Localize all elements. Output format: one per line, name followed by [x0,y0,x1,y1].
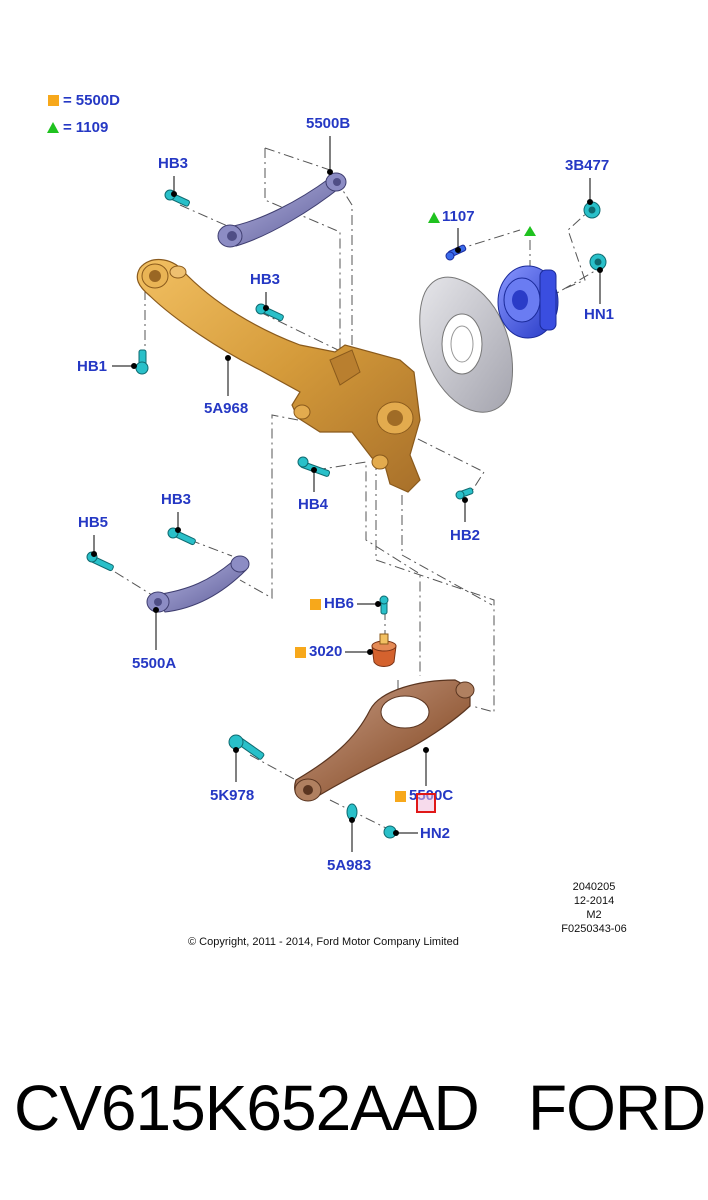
callout-HN1: HN1 [584,306,615,323]
callout-5A968: 5A968 [204,400,249,417]
orange-square-icon [395,790,406,802]
callout-HB3-low: HB3 [161,491,192,508]
callout-HB3-top: HB3 [158,155,189,172]
callout-HB1: HB1 [77,358,108,375]
bolt-HB5 [86,551,114,572]
drawing-date: 12-2014 [573,895,615,907]
triangle-marker-hub [524,226,536,236]
wheel-hub-assembly [497,265,559,339]
callout-HB5: HB5 [78,514,109,531]
bolt-HB3-top [164,189,190,207]
legend-triangle-row: = 1109 [47,119,108,136]
callout-HB3-mid: HB3 [250,271,281,288]
drawing-revision: M2 [586,909,602,921]
callout-1107-label: 1107 [442,208,475,225]
bolt-HB2 [455,487,474,500]
bolt-HB1 [135,349,149,375]
legend-square-label: 5500D [75,92,120,109]
trailing-arm-knuckle-5A968 [136,259,421,493]
upper-link-5500B [217,172,347,248]
callout-3B477: 3B477 [565,157,610,174]
highlight-marker-box [416,793,436,813]
callout-3020: 3020 [295,644,342,660]
copyright-notice: © Copyright, 2011 - 2014, Ford Motor Com… [188,936,459,948]
green-triangle-icon [47,122,59,133]
callout-5K978: 5K978 [210,787,255,804]
legend-equals: = [63,119,72,136]
legend-equals: = [63,92,72,109]
nut-3B477 [583,201,601,219]
leader-lines [91,136,603,852]
drawing-number: 2040205 [572,881,616,893]
callout-HB4: HB4 [298,496,329,513]
callout-5500A: 5500A [132,655,177,672]
legend-square-row: = 5500D [48,92,120,109]
bump-stop-3020 [371,633,397,667]
green-triangle-icon [428,211,440,223]
drawing-metadata: 2040205 12-2014 M2 F0250343-06 [552,880,636,936]
callout-HB6: HB6 [310,596,354,612]
callout-5A983: 5A983 [327,857,372,874]
brand-name: FORD [528,1072,706,1144]
bolt-HB3-low [167,527,196,546]
part-number: CV615K652AAD [14,1072,480,1144]
orange-square-icon [295,646,306,658]
lower-spring-arm-5500C [294,679,475,802]
callout-3020-label: 3020 [309,643,343,660]
nut-HN1 [589,253,607,271]
assembly-guide-lines [114,147,601,831]
legend-triangle-label: 1109 [75,119,109,136]
exploded-suspension-diagram [86,136,607,852]
callout-HB2: HB2 [450,527,481,544]
brake-disc-shield [419,276,514,413]
orange-square-icon [310,598,321,610]
bolt-HB3-mid [255,303,284,322]
callout-5500B: 5500B [306,115,351,132]
callout-HN2: HN2 [420,825,451,842]
bolt-HB6 [379,595,389,615]
lower-link-5500A [146,555,250,613]
orange-square-icon [48,95,59,106]
callout-1107: 1107 [428,209,475,225]
figure-number: F0250343-06 [561,923,627,935]
bolt-5K978 [228,734,265,760]
callout-HB6-label: HB6 [324,595,355,612]
